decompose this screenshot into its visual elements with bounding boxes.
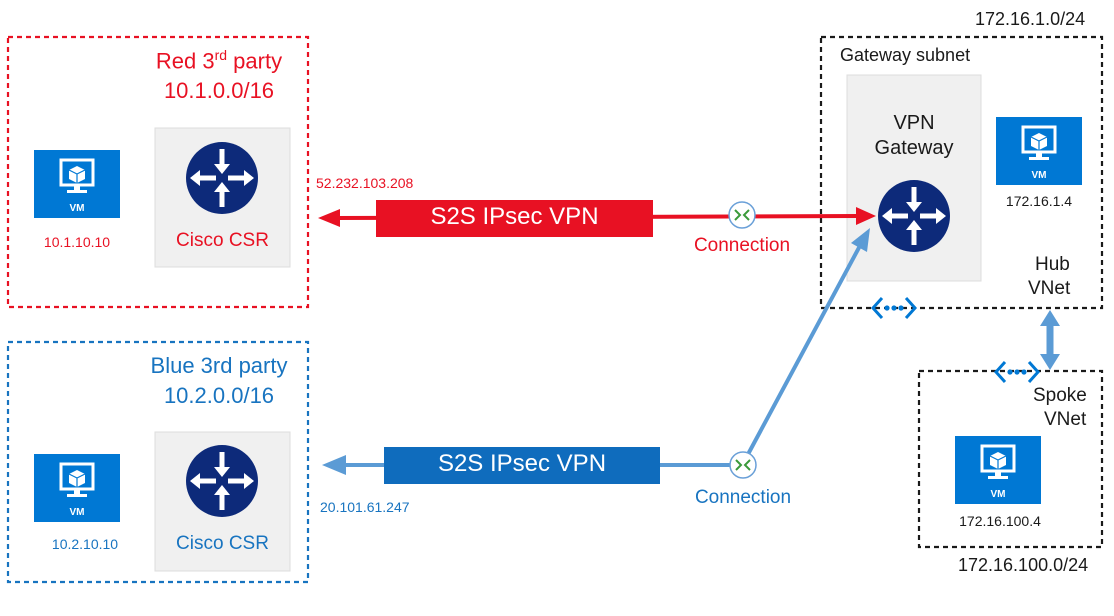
spoke-vnet-label-line1: Spoke [1033, 385, 1087, 406]
peering-up-arrowhead [1040, 310, 1060, 326]
hub-vnet-label-line2: VNet [1028, 278, 1071, 299]
blue-uplink-line [744, 241, 864, 459]
vpn-gateway-label-line1: VPN [893, 112, 935, 134]
blue-public-ip: 20.101.61.247 [320, 499, 410, 515]
vpn-gateway-label-line2: Gateway [874, 137, 954, 159]
red-tunnel-label: S2S IPsec VPN [430, 203, 599, 230]
red-router-icon [186, 142, 258, 214]
spoke-vm-ip: 172.16.100.4 [959, 513, 1041, 529]
blue-vm-label: VM [69, 507, 85, 518]
blue-connection-label: Connection [694, 487, 792, 508]
blue-site-prefix: 10.2.0.0/16 [163, 383, 275, 408]
red-public-ip: 52.232.103.208 [316, 175, 414, 191]
blue-router-label: Cisco CSR [176, 533, 269, 554]
spoke-vnet-prefix: 172.16.100.0/24 [958, 555, 1089, 575]
red-site-title-suffix: party [227, 48, 283, 74]
blue-tunnel-banner [384, 447, 660, 484]
red-tunnel-left-arrowhead [318, 209, 340, 227]
red-site-title-sup: rd [214, 47, 228, 63]
red-tunnel-right-arrowhead [856, 207, 876, 225]
blue-uplink-arrowhead [851, 228, 870, 252]
hub-vm-label: VM [1031, 170, 1047, 181]
peering-down-arrowhead [1040, 354, 1060, 370]
red-site-boundary [6, 35, 310, 309]
red-vm-label: VM [69, 203, 85, 214]
vpn-gateway-router-icon [878, 180, 950, 252]
gateway-subnet-label: Gateway subnet [840, 45, 971, 65]
blue-tunnel-label: S2S IPsec VPN [437, 450, 607, 477]
red-site-prefix: 10.1.0.0/16 [163, 78, 275, 103]
hub-vm-ip: 172.16.1.4 [1005, 193, 1073, 209]
hub-vnet-label-line1: Hub [1035, 254, 1070, 275]
blue-tunnel-arrowhead [322, 455, 346, 475]
hub-subnet-prefix: 172.16.1.0/24 [975, 9, 1086, 29]
red-router-label: Cisco CSR [176, 230, 269, 251]
blue-router-icon [186, 445, 258, 517]
red-site-title-prefix: Red 3 [155, 48, 215, 74]
red-connection-label: Connection [693, 235, 791, 256]
hub-vnet-boundary [819, 35, 1104, 310]
red-tunnel-banner [376, 200, 653, 237]
spoke-vnet-label-line2: VNet [1044, 409, 1087, 430]
blue-connection-icon [729, 451, 757, 479]
red-connection-icon [728, 201, 756, 229]
spoke-vm-label: VM [990, 489, 1006, 500]
blue-vm-ip: 10.2.10.10 [51, 536, 119, 552]
blue-site-title: Blue 3rd party [150, 353, 288, 378]
red-site-title: Red 3rd party [149, 47, 289, 74]
red-vm-ip: 10.1.10.10 [43, 234, 111, 250]
